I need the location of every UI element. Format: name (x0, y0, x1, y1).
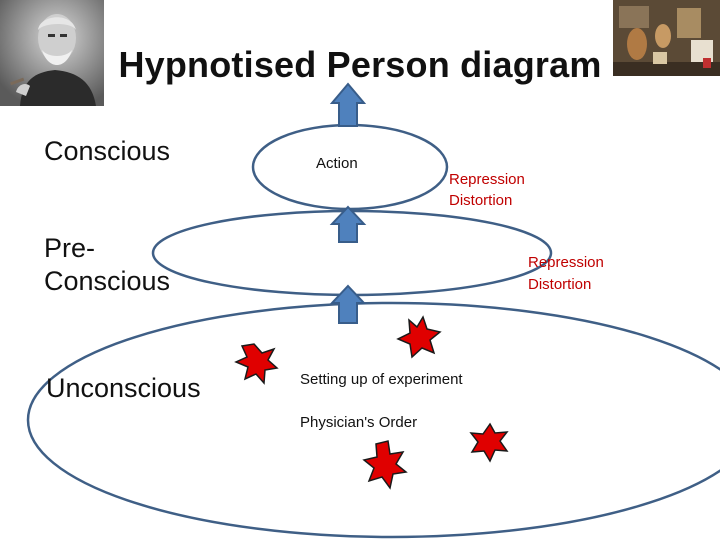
diagram-title: Hypnotised Person diagram (118, 44, 602, 85)
action-label: Action (316, 155, 358, 172)
repression-label-1: Repression (449, 171, 525, 188)
preconscious-label-line2: Conscious (44, 266, 171, 296)
repression-label-2: Repression (528, 254, 604, 271)
arrow-up-middle (329, 205, 367, 243)
arrow-up-bottom (329, 284, 367, 324)
arrow-up-top (329, 82, 367, 127)
unconscious-ellipse (26, 301, 720, 539)
distortion-label-2: Distortion (528, 276, 592, 293)
physician-order-label: Physician's Order (300, 414, 418, 431)
study-room-photo (613, 0, 720, 76)
unconscious-label: Unconscious (46, 373, 201, 403)
experiment-label: Setting up of experiment (300, 371, 463, 388)
red-burst-4 (362, 440, 408, 490)
portrait-photo (0, 0, 104, 106)
red-burst-3 (469, 422, 509, 463)
red-burst-2 (396, 315, 442, 359)
red-burst-1 (234, 343, 279, 385)
distortion-label-1: Distortion (449, 192, 513, 209)
conscious-label: Conscious (44, 136, 171, 166)
preconscious-label-line1: Pre- (44, 233, 96, 263)
